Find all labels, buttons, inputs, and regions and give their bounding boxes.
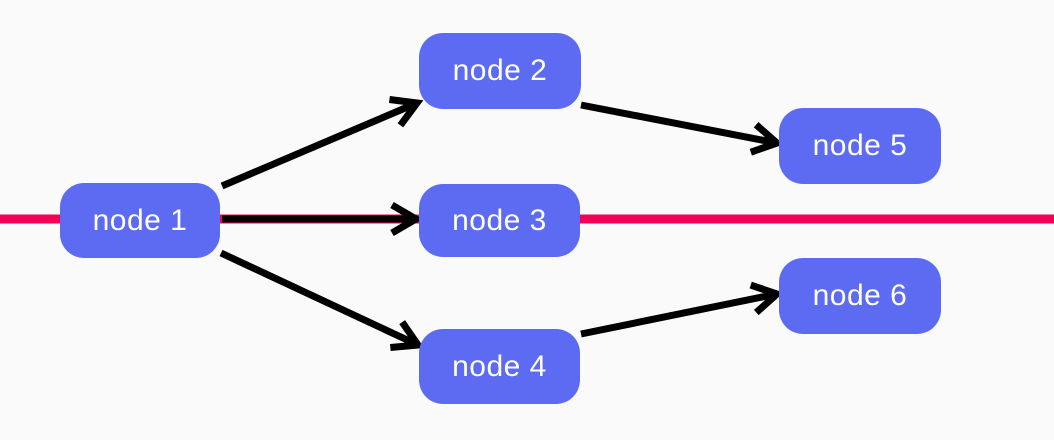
node-label: node 5 xyxy=(812,129,908,162)
node-label: node 2 xyxy=(452,54,548,87)
edge-2-to-5 xyxy=(580,101,784,156)
edge-4-to-6 xyxy=(580,281,784,338)
graph-node-3[interactable]: node 3 xyxy=(419,184,580,257)
edge-1-to-4 xyxy=(219,249,425,352)
node-label: node 4 xyxy=(452,349,547,383)
graph-node-2[interactable]: node 2 xyxy=(419,33,581,109)
graph-node-1[interactable]: node 1 xyxy=(60,183,220,258)
graph-node-5[interactable]: node 5 xyxy=(779,108,941,184)
node-label: node 6 xyxy=(812,279,908,312)
graph-node-6[interactable]: node 6 xyxy=(779,258,941,334)
node-label: node 3 xyxy=(452,203,547,237)
node-label: node 1 xyxy=(92,203,188,237)
graph-node-4[interactable]: node 4 xyxy=(419,329,580,404)
edge-1-to-2 xyxy=(220,96,424,190)
